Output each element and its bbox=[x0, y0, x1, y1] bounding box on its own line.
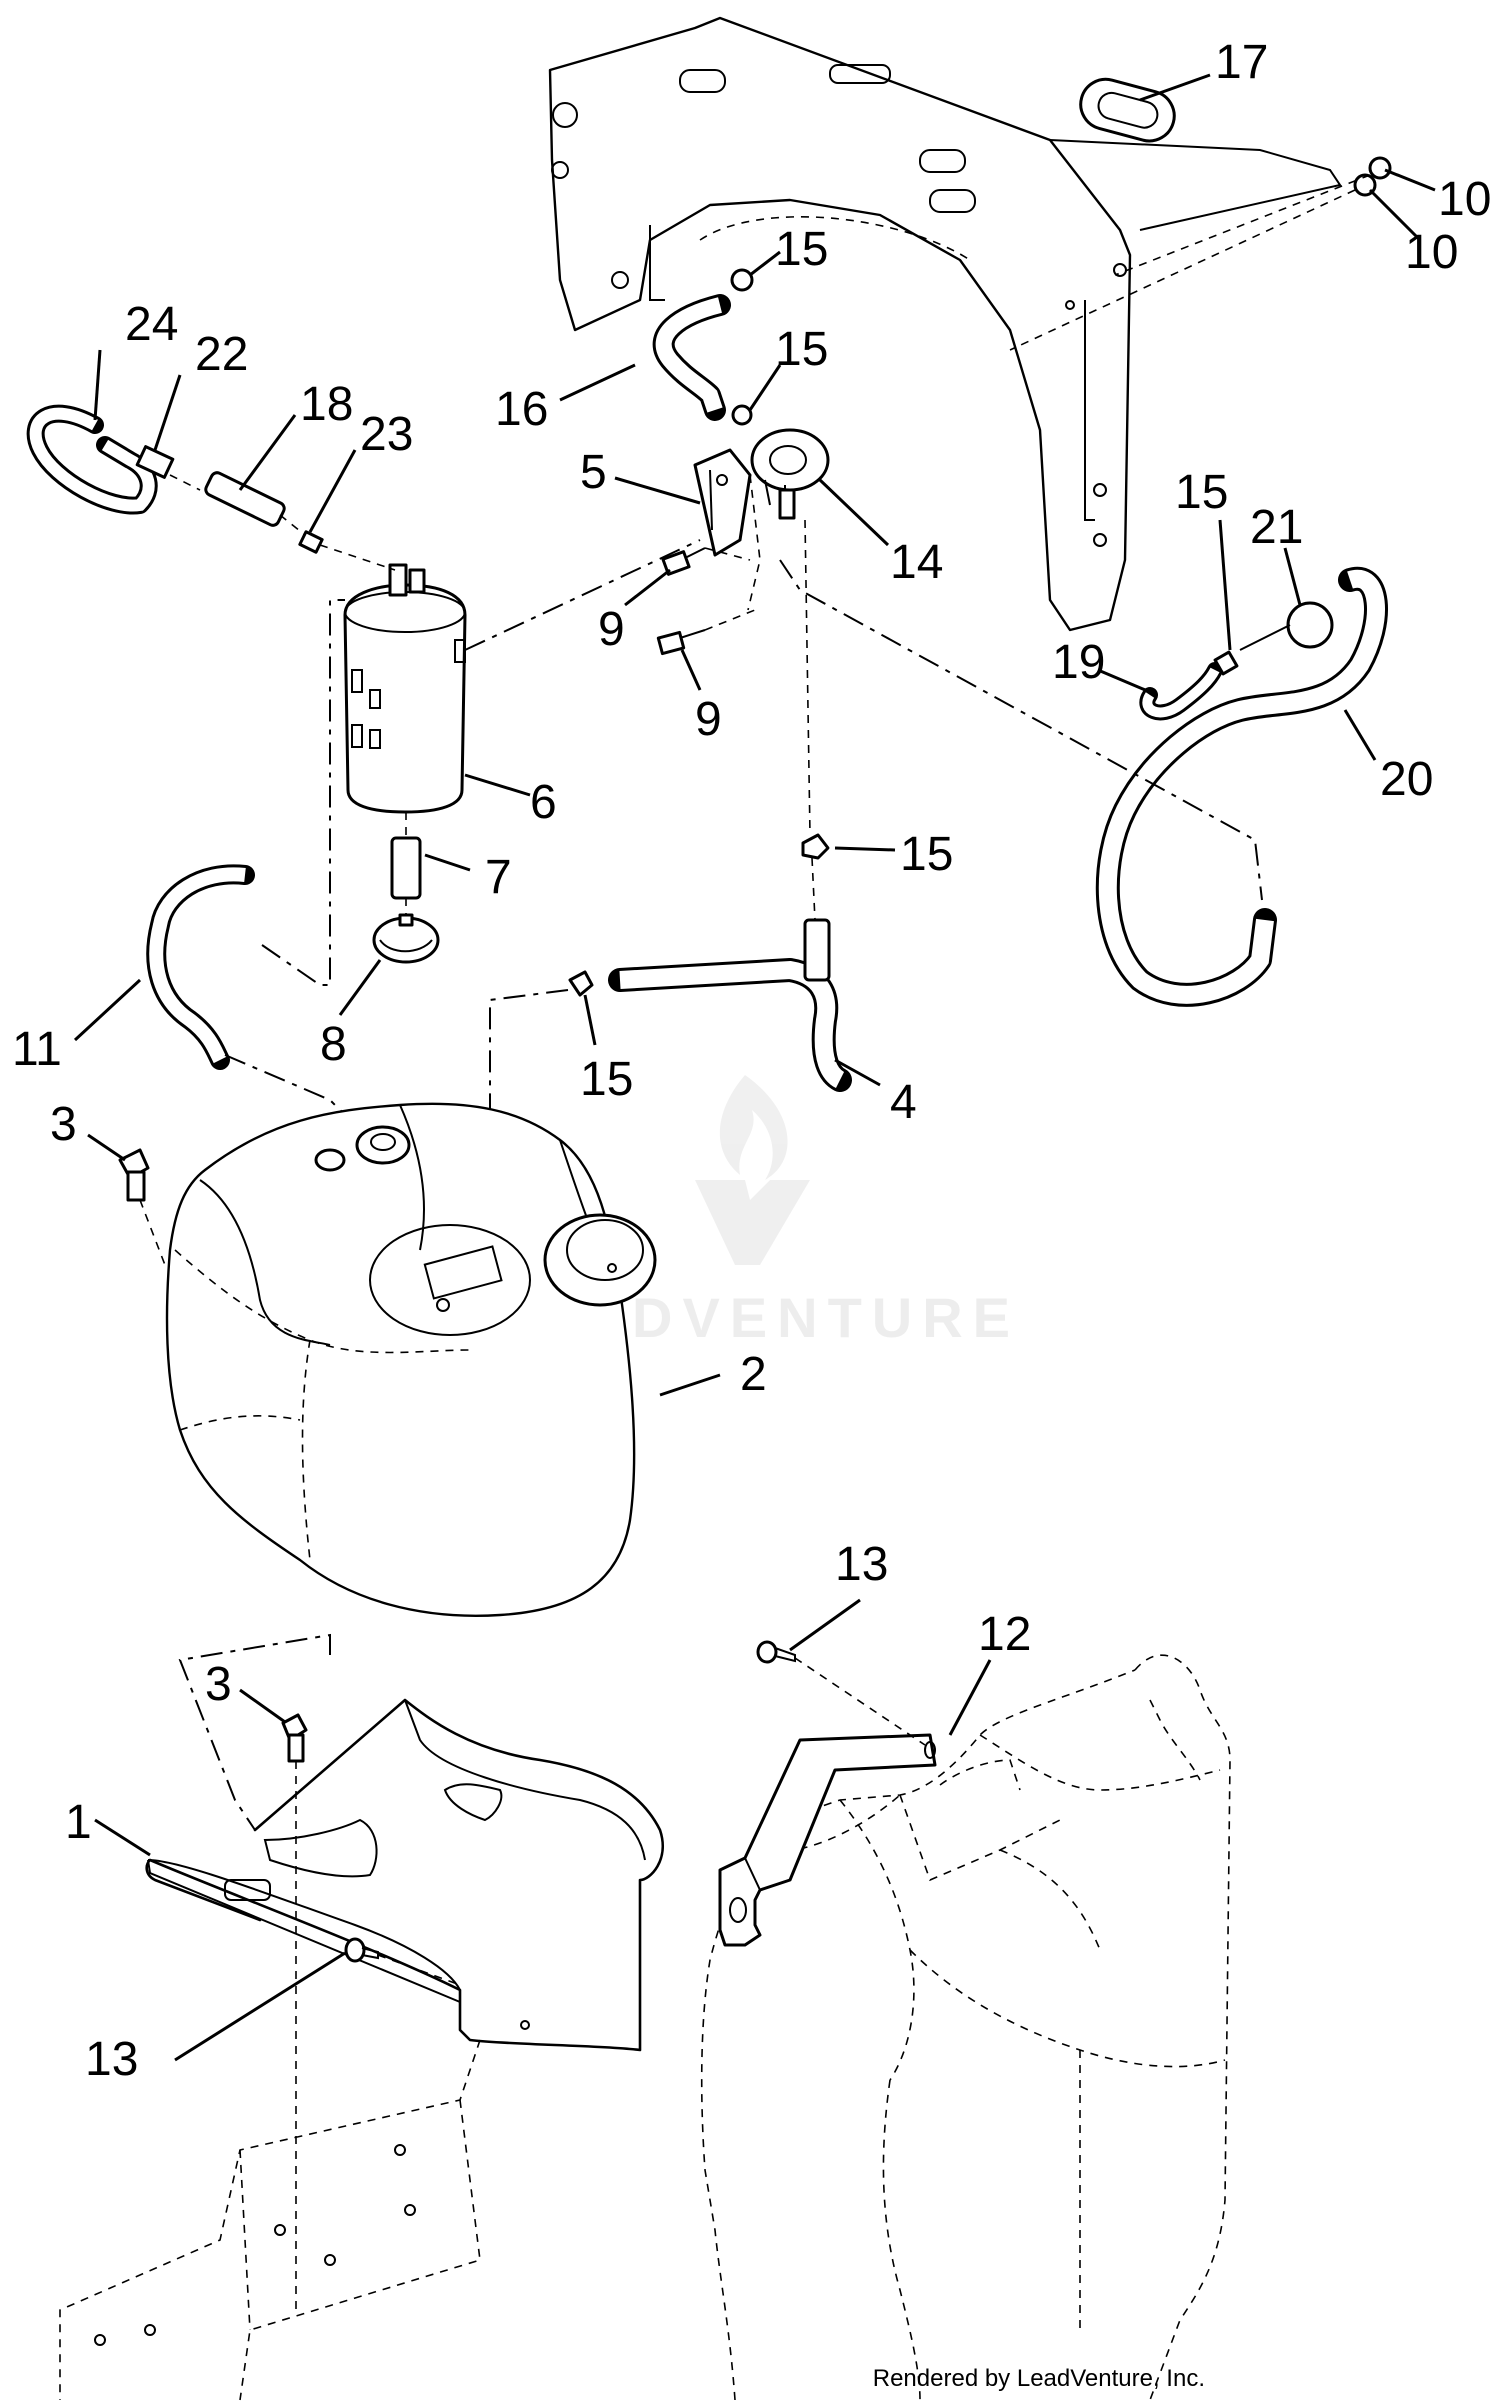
callout-11: 11 bbox=[12, 1023, 62, 1076]
clamp-15e bbox=[1213, 650, 1239, 676]
bolt-13a bbox=[756, 1640, 796, 1664]
filter-21 bbox=[1239, 601, 1334, 651]
leader-lines bbox=[73, 73, 1436, 2062]
callout-4: 4 bbox=[890, 1076, 917, 1129]
callout-20: 20 bbox=[1380, 753, 1433, 806]
bolt-13b bbox=[344, 1937, 379, 1963]
callout-3: 3 bbox=[205, 1658, 232, 1711]
tube-7 bbox=[390, 836, 422, 900]
callout-5: 5 bbox=[580, 446, 607, 499]
callout-15: 15 bbox=[1175, 466, 1228, 519]
callout-labels: 17 10 10 15 15 16 24 22 18 23 5 14 9 9 1… bbox=[12, 36, 1491, 2086]
frame-rail bbox=[59, 2039, 481, 2401]
nut-10a bbox=[1368, 156, 1392, 180]
clamp-15c bbox=[801, 833, 830, 860]
callout-13: 13 bbox=[85, 2033, 138, 2086]
bracket-12 bbox=[718, 1733, 937, 1947]
bracket-5 bbox=[693, 448, 761, 611]
bolt-3a bbox=[118, 1148, 150, 1202]
callout-14: 14 bbox=[890, 536, 943, 589]
callout-23: 23 bbox=[360, 408, 413, 461]
clamp-15b bbox=[731, 404, 753, 426]
callout-2: 2 bbox=[740, 1348, 767, 1401]
valve-14 bbox=[750, 428, 830, 520]
rendered-by-credit: Rendered by LeadVenture, Inc. bbox=[872, 2365, 1205, 2392]
callout-9: 9 bbox=[598, 603, 625, 656]
callout-7: 7 bbox=[485, 851, 512, 904]
callout-21: 21 bbox=[1250, 501, 1303, 554]
lower-body-panel bbox=[700, 1654, 1231, 2401]
callout-12: 12 bbox=[978, 1608, 1031, 1661]
clamp-15a bbox=[730, 268, 754, 292]
callout-15: 15 bbox=[580, 1053, 633, 1106]
callout-16: 16 bbox=[495, 383, 548, 436]
bolt-9b bbox=[656, 629, 706, 656]
grommet-17 bbox=[1079, 77, 1176, 143]
callout-9: 9 bbox=[695, 693, 722, 746]
callout-15: 15 bbox=[900, 828, 953, 881]
callout-15: 15 bbox=[775, 323, 828, 376]
callout-22: 22 bbox=[195, 328, 248, 381]
callout-10: 10 bbox=[1438, 173, 1491, 226]
bolt-3b bbox=[281, 1713, 308, 1763]
callout-6: 6 bbox=[530, 776, 557, 829]
callout-8: 8 bbox=[320, 1018, 347, 1071]
clamp-15d bbox=[568, 970, 594, 997]
callout-15: 15 bbox=[775, 223, 828, 276]
callout-17: 17 bbox=[1215, 36, 1268, 89]
callout-3: 3 bbox=[50, 1098, 77, 1151]
callout-1: 1 bbox=[65, 1796, 92, 1849]
callout-19: 19 bbox=[1052, 636, 1105, 689]
callout-18: 18 bbox=[300, 378, 353, 431]
callout-10: 10 bbox=[1405, 226, 1458, 279]
fuel-tank-2 bbox=[165, 1102, 657, 1617]
frame-panel bbox=[548, 16, 1342, 632]
callout-13: 13 bbox=[835, 1538, 888, 1591]
filter-8 bbox=[372, 913, 440, 964]
bolt-9a bbox=[661, 547, 706, 576]
callout-24: 24 bbox=[125, 298, 178, 351]
tray-1 bbox=[145, 1698, 664, 2052]
fitting-23 bbox=[298, 530, 324, 554]
tube-18 bbox=[204, 471, 286, 527]
canister-6 bbox=[343, 563, 467, 814]
fitting-22 bbox=[135, 445, 175, 479]
